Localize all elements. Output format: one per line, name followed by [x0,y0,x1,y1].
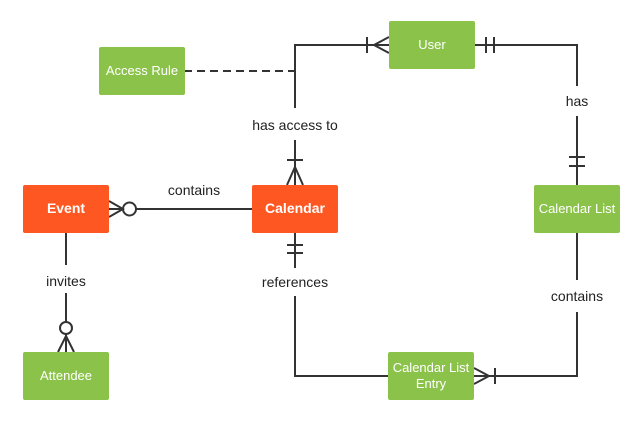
relationship-label-has: has [563,93,591,109]
connector-contains-events [108,200,252,218]
connector-segment [474,312,578,377]
entity-label: Calendar [265,200,325,217]
connector-contains-entries [473,233,578,385]
crow-foot-icon [57,333,75,353]
entity-calendar-list: Calendar List [534,185,620,233]
crow-foot-icon [286,164,304,186]
connector-segment [474,44,578,86]
connector-has [474,37,585,185]
entity-access-rule: Access Rule [99,47,185,95]
double-tick-icon [485,37,495,53]
crow-foot-icon [371,36,390,54]
entity-label: Access Rule [105,62,179,78]
double-tick-icon [287,244,303,254]
relationship-label-contains-events: contains [165,182,223,198]
zero-circle-icon [59,321,73,335]
relationship-label-has-access-to: has access to [250,117,340,133]
crow-foot-icon [108,200,126,218]
relationship-label-references: references [259,274,331,290]
relationship-label-invites: invites [44,273,88,289]
connector-segment [294,296,388,377]
entity-attendee: Attendee [23,352,109,400]
connector-invites [57,233,75,353]
entity-label: Calendar List [538,200,616,216]
entity-event: Event [23,185,109,233]
entity-label: Event [46,200,86,217]
relationship-label-contains-entries: contains [548,288,606,304]
crow-foot-icon [473,367,492,385]
entity-user: User [389,21,475,69]
entity-label: User [418,36,446,52]
entity-calendar: Calendar [252,185,338,233]
entity-label: Attendee [39,367,93,383]
double-tick-icon [569,156,585,167]
entity-label: Calendar List Entry [392,359,470,391]
connector-references [287,233,388,377]
entity-calendar-list-entry: Calendar List Entry [388,352,474,400]
connector-segment [294,44,389,108]
connector-has-access-to [286,36,390,186]
